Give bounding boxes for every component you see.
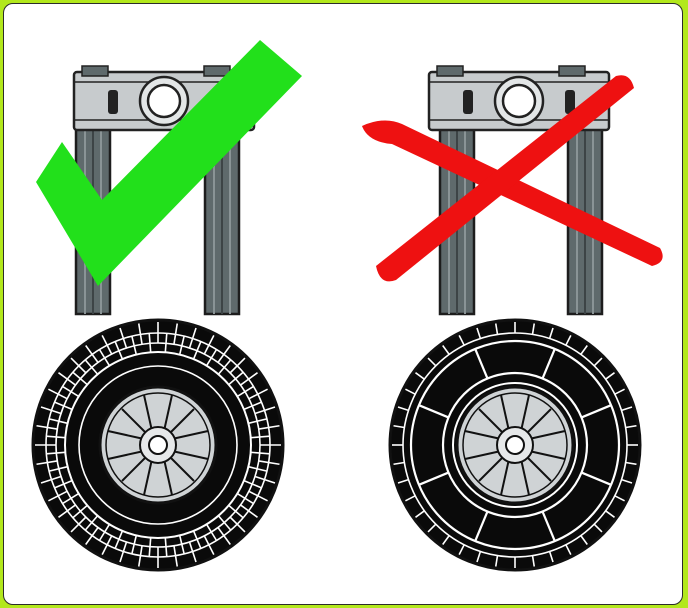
correct-assembly bbox=[33, 40, 302, 570]
incorrect-assembly bbox=[362, 66, 663, 570]
block-tire bbox=[390, 320, 640, 570]
knobby-tire bbox=[33, 320, 283, 570]
diagram-panel bbox=[3, 3, 683, 605]
